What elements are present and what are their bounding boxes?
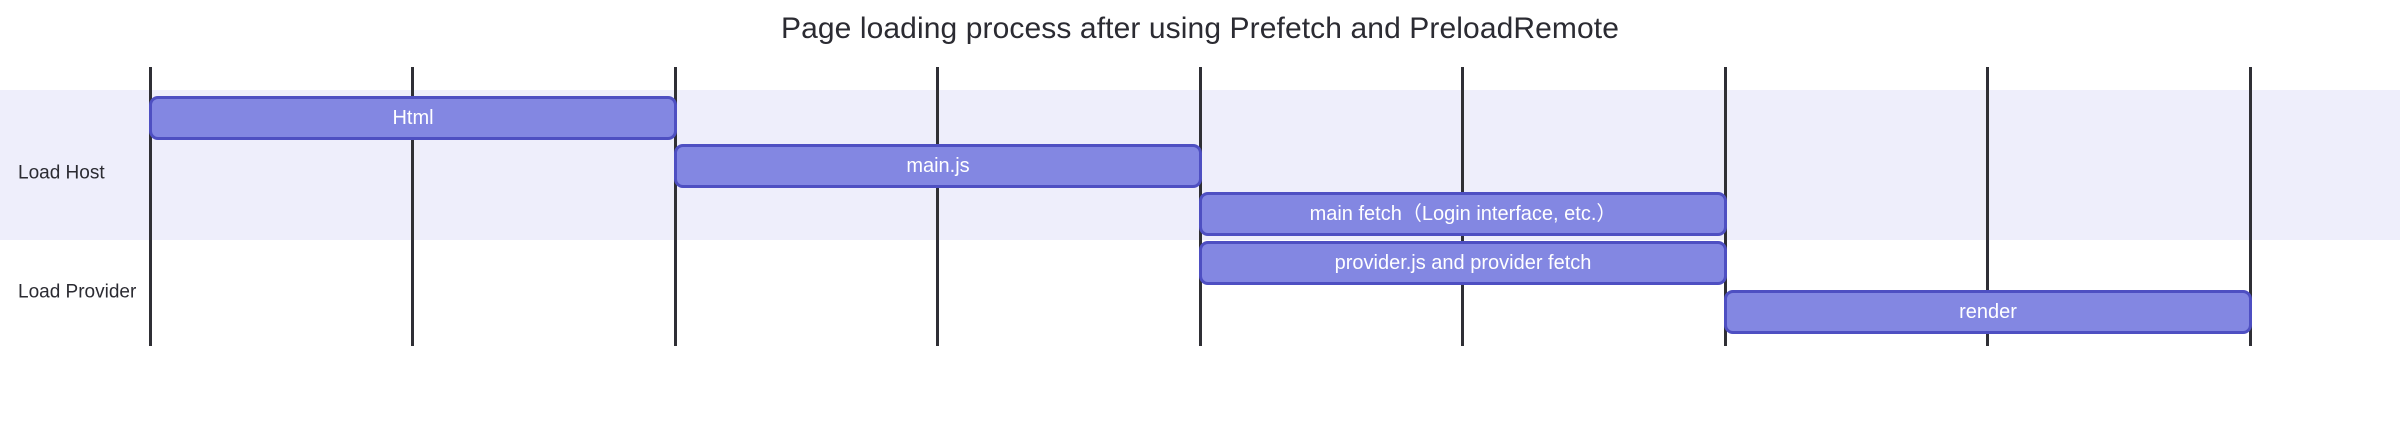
task-bar-label: render (1959, 301, 2017, 323)
task-bar-label: provider.js and provider fetch (1334, 252, 1592, 274)
task-bar-label: main fetch（Login interface, etc.） (1309, 203, 1617, 225)
task-bar-provider-js-and-provider-fetch[interactable]: provider.js and provider fetch (1199, 241, 1727, 285)
task-bar-label: Html (392, 107, 434, 129)
gridline-0 (149, 67, 152, 346)
task-bar-html[interactable]: Html (149, 96, 677, 140)
task-bar-label: main.js (906, 155, 970, 177)
task-bar-main-fetch[interactable]: main fetch（Login interface, etc.） (1199, 192, 1727, 236)
task-bar-render[interactable]: render (1724, 290, 2252, 334)
gridline-7 (1986, 67, 1989, 346)
gridline-2 (674, 67, 677, 346)
gridline-3 (936, 67, 939, 346)
gridline-1 (411, 67, 414, 346)
task-bar-main-js[interactable]: main.js (674, 144, 1202, 188)
gridline-8 (2249, 67, 2252, 346)
chart-title: Page loading process after using Prefetc… (780, 12, 1620, 45)
row-label-load-provider: Load Provider (18, 281, 137, 303)
row-label-load-host: Load Host (18, 162, 105, 184)
